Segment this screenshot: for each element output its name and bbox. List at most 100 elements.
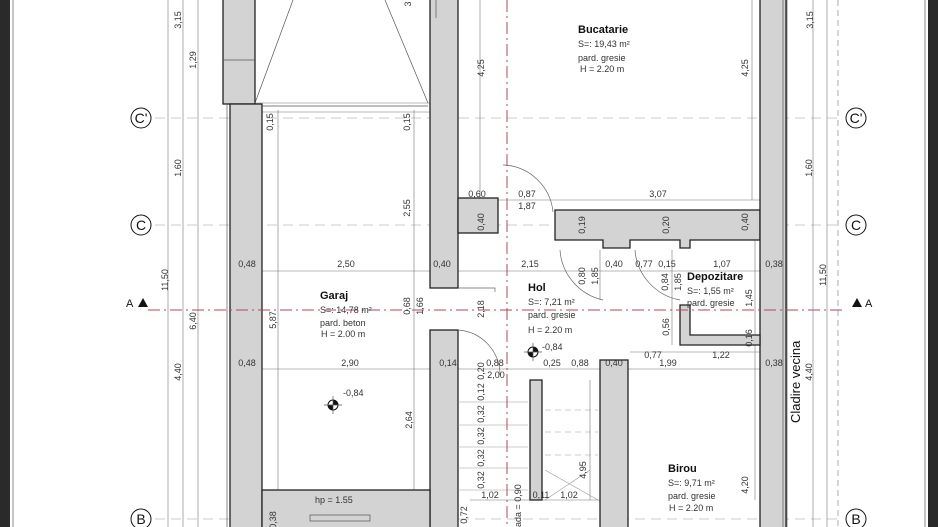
axis-b-left: B (136, 511, 145, 527)
dimension-label: 4,40 (804, 363, 814, 381)
room-bucatarie: Bucatarie S=: 19,43 m² pard. gresie H = … (578, 24, 630, 74)
dimension-label: 0,19 (577, 216, 587, 234)
dimension-label: 3,07 (649, 189, 667, 199)
dimension-label: 2,18 (476, 300, 486, 318)
dimension-label: 3 (403, 1, 413, 6)
dimension-label: 0,32 (476, 449, 486, 467)
dimension-label: 0,11 (533, 490, 550, 500)
room-floor: pard. gresie (687, 298, 735, 308)
axis-markers: C' C' C C B B A A (126, 107, 873, 527)
room-hol: Hol S=: 7,21 m² pard. gresie H = 2.20 m (528, 282, 576, 335)
stair-label: ada = 0,90 (513, 484, 523, 527)
doors (309, 164, 681, 522)
dimension-label: 0,77 (644, 350, 662, 360)
dimension-label: 1,60 (804, 159, 814, 177)
dimension-label: 0,38 (765, 358, 783, 368)
dimension-label: 1,87 (518, 201, 536, 211)
dimension-label: 11,50 (818, 264, 828, 286)
room-area: S=: 14,78 m² (320, 305, 372, 315)
axis-c-right: C (851, 217, 861, 233)
dimension-label: 0,88 (486, 358, 504, 368)
dimension-label: 0,88 (571, 358, 589, 368)
dimension-label: 1,60 (173, 159, 183, 177)
room-floor: pard. gresie (578, 53, 626, 63)
section-arrow-left-icon (138, 298, 148, 307)
room-height: H = 2.20 m (528, 325, 572, 335)
dimension-label: 0,60 (468, 189, 486, 199)
dimension-label: 0,40 (740, 213, 750, 231)
room-height: H = 2.20 m (580, 64, 624, 74)
garage-opening (254, 0, 437, 107)
dimension-label: 5,87 (268, 311, 278, 329)
window-sill-height: hp = 1.55 (315, 495, 353, 505)
dimension-label: 2,90 (341, 358, 359, 368)
dimension-label: 2,00 (487, 370, 505, 380)
dimension-label: 0,80 (577, 267, 587, 285)
room-area: S=: 19,43 m² (578, 39, 630, 49)
room-floor: pard. gresie (528, 310, 576, 320)
room-floor: pard. beton (320, 318, 366, 328)
dimension-label: 0,16 (744, 329, 754, 347)
dimension-label: 11,50 (160, 269, 170, 291)
dimension-label: 6,40 (188, 312, 198, 330)
dimension-label: 0,68 (402, 297, 412, 315)
dimension-label: 0,40 (605, 358, 623, 368)
dimension-label: 4,95 (578, 461, 588, 479)
dimension-label: 4,25 (740, 59, 750, 77)
room-height: H = 2.00 m (321, 329, 365, 339)
room-name: Hol (528, 282, 546, 294)
dimension-label: 2,64 (404, 411, 414, 429)
dimension-label: 0,72 (459, 506, 469, 524)
dimension-label: 3,15 (805, 11, 815, 29)
dimension-label: 0,32 (476, 471, 486, 489)
axis-c-left: C (136, 217, 146, 233)
room-area: S=: 9,71 m² (668, 478, 715, 488)
dimension-label: 1,66 (415, 297, 425, 315)
dimension-label: 1,29 (188, 51, 198, 69)
dimension-label: 2,55 (402, 199, 412, 217)
room-name: Bucatarie (578, 24, 628, 36)
level-marker-garaj: -0,84 (324, 388, 364, 414)
dimension-label: 0,15 (265, 113, 275, 131)
dimension-label: 1,45 (744, 289, 754, 307)
room-name: Garaj (320, 290, 348, 302)
dimension-label: 0,48 (238, 259, 256, 269)
level-marker-hol: -0,84 (524, 342, 563, 361)
dimension-lines (167, 0, 839, 527)
neighbor-building-label: Cladire vecina (788, 340, 803, 423)
dimension-label: 1,02 (560, 490, 578, 500)
room-depozitare: Depozitare S=: 1,55 m² pard. gresie (687, 271, 743, 308)
dimension-label: 1,07 (713, 259, 731, 269)
axis-c-prime-right: C' (850, 110, 863, 126)
axis-c-prime-left: C' (135, 110, 148, 126)
dimension-label: 0,12 (476, 383, 486, 401)
dimension-label: 0,25 (543, 358, 561, 368)
dimension-label: 4,40 (173, 363, 183, 381)
room-height: H = 2.20 m (669, 503, 713, 513)
right-frame-border (928, 0, 938, 527)
left-frame-border (0, 0, 10, 527)
dimension-label: 0,38 (765, 259, 783, 269)
dimension-label: 0,32 (476, 427, 486, 445)
dimension-label: 0,15 (658, 259, 676, 269)
axis-b-right: B (851, 511, 860, 527)
dimension-label: 0,48 (238, 358, 256, 368)
dimension-label: 1,02 (481, 490, 499, 500)
dimension-label: 0,56 (661, 318, 671, 336)
section-a-label-left: A (126, 298, 134, 310)
dimension-label: 2,15 (521, 259, 539, 269)
dimension-label: 4,25 (476, 59, 486, 77)
room-garaj: Garaj S=: 14,78 m² pard. beton H = 2.00 … (320, 290, 372, 339)
dimension-label: 0,38 (268, 511, 278, 527)
dimension-label: 3,15 (173, 11, 183, 29)
dimension-label: 0,20 (661, 216, 671, 234)
dimension-label: 0,40 (605, 259, 623, 269)
dimension-label: 1,22 (712, 350, 730, 360)
dimension-label: 1,85 (590, 267, 600, 285)
stairs (458, 401, 599, 501)
dimension-label: 0,40 (433, 259, 451, 269)
level-value: -0,84 (343, 388, 364, 398)
section-arrow-right-icon (852, 298, 862, 307)
